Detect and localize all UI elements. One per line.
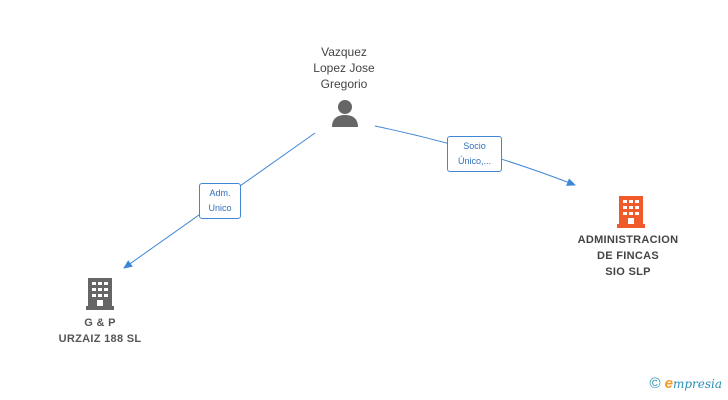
- building-icon[interactable]: [86, 276, 114, 310]
- company-name-line-1: ADMINISTRACION: [577, 234, 679, 246]
- copyright-icon: ©: [649, 375, 661, 392]
- relation-label-socio-unico[interactable]: Socio Único,...: [447, 136, 502, 172]
- person-name-line-1: Vazquez: [321, 45, 367, 59]
- relation-label-line-1: Adm.: [209, 188, 231, 198]
- company-name-line-1: G & P: [84, 317, 116, 329]
- person-name-line-2: Lopez Jose: [313, 61, 375, 75]
- brand-initial: e: [664, 375, 673, 392]
- brand-logo[interactable]: © empresia: [650, 375, 722, 392]
- person-name: Vazquez Lopez Jose Gregorio: [284, 44, 404, 92]
- building-icon[interactable]: [617, 194, 645, 228]
- relation-label-line-1: Socio: [463, 141, 486, 151]
- company-name-gp-urzaiz[interactable]: G & P URZAIZ 188 SL: [40, 315, 160, 347]
- person-name-line-3: Gregorio: [320, 77, 368, 91]
- company-name-line-2: URZAIZ 188 SL: [58, 333, 142, 345]
- relation-label-adm-unico[interactable]: Adm. Unico: [199, 183, 241, 219]
- person-icon[interactable]: [330, 98, 360, 128]
- company-name-line-2: DE FINCAS: [597, 250, 659, 262]
- company-name-administracion[interactable]: ADMINISTRACION DE FINCAS SIO SLP: [558, 232, 698, 280]
- company-name-line-3: SIO SLP: [605, 266, 651, 278]
- relation-label-line-2: Unico: [208, 203, 232, 213]
- relation-label-line-2: Único,...: [457, 156, 491, 166]
- brand-name: mpresia: [672, 377, 722, 391]
